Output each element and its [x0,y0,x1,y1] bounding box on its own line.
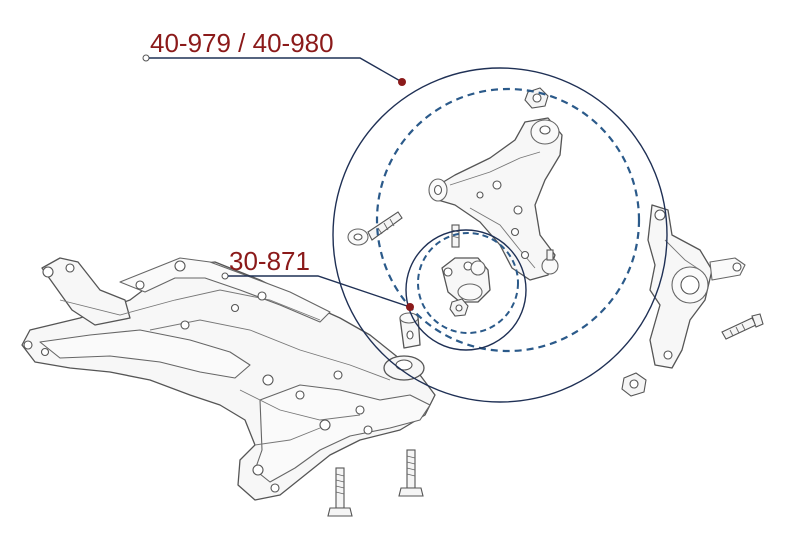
callout-ball-joint: 30-871 [221,246,414,311]
leader-line [228,275,411,308]
subframe-bolt-left [327,467,353,517]
steering-knuckle [647,204,746,369]
knuckle-bolt [721,313,764,340]
leader-start-marker [142,54,150,62]
subframe-mount [383,355,425,381]
leader-start-marker [221,272,229,280]
ball-joint-dashed-circle [417,232,519,334]
control-arm [428,117,563,281]
leader-end-dot [406,303,414,311]
part-number-label: 40-979 / 40-980 [150,28,334,58]
callout-control-arm: 40-979 / 40-980 [142,28,406,86]
bushing-sleeve [399,312,421,349]
leader-line [149,57,403,83]
knuckle-nut [621,372,647,397]
part-number-label: 30-871 [229,246,310,276]
subframe-bolt-right [398,449,424,497]
control-arm-callout-circle [332,67,668,403]
leader-end-dot [398,78,406,86]
ball-joint-callout-circle [405,229,527,351]
control-arm-dashed-circle [375,87,641,353]
arm-bolt [347,211,403,246]
ball-joint [441,224,491,317]
subframe [21,257,436,501]
